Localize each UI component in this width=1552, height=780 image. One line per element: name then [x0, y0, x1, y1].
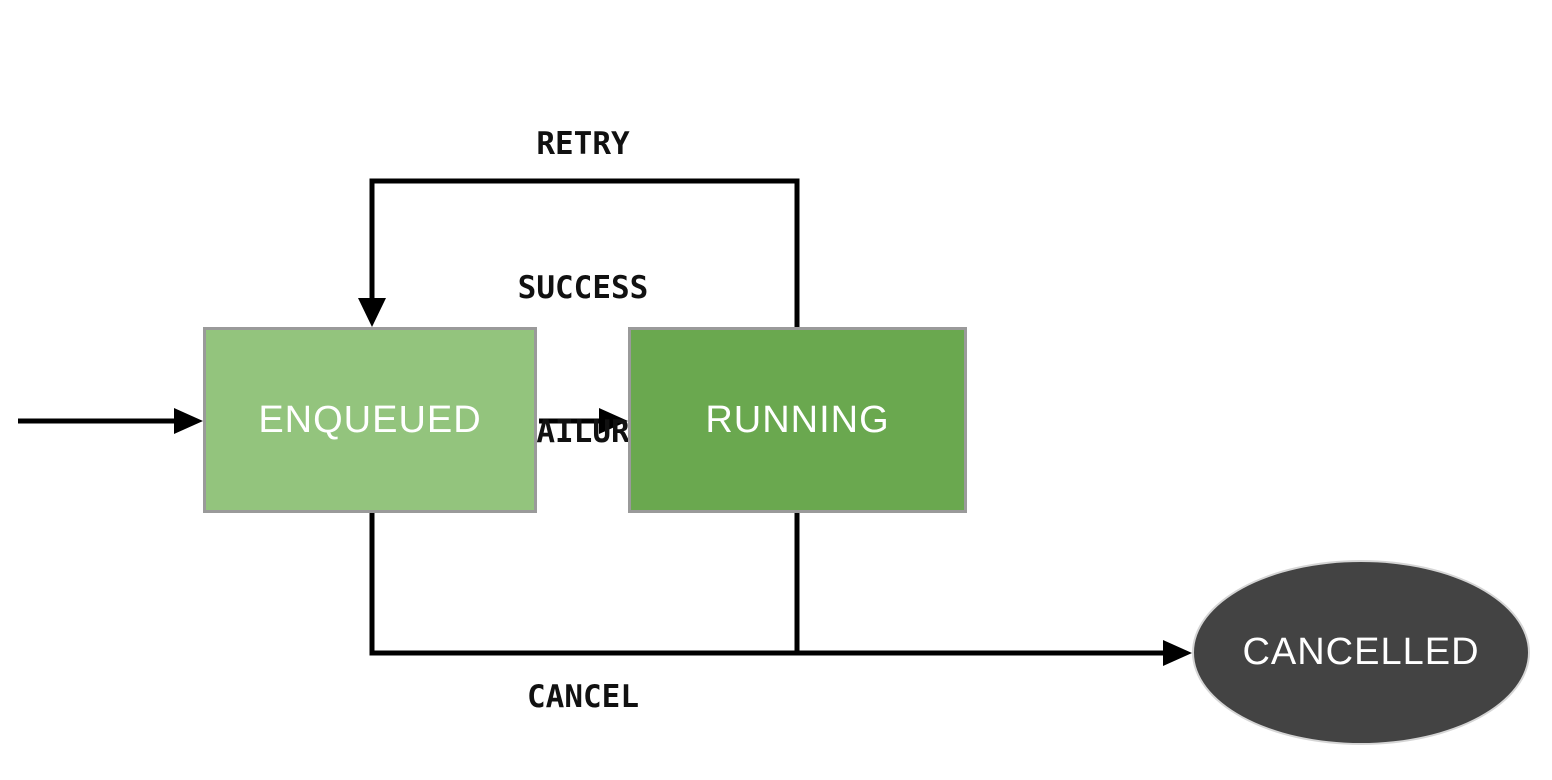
arrowhead-right-icon — [1163, 640, 1192, 666]
arrowhead-right-icon — [599, 408, 628, 434]
state-node-enqueued: ENQUEUED — [203, 327, 537, 513]
edge-enqueued-to-running — [539, 408, 628, 434]
edge-start-to-enqueued — [18, 408, 203, 434]
state-label-cancelled: CANCELLED — [1242, 631, 1480, 673]
loop-transition-labels: RETRY SUCCESS FAILURE — [433, 24, 733, 552]
state-label-running: RUNNING — [705, 398, 890, 441]
edge-to-cancelled — [369, 513, 1192, 666]
arrowhead-down-icon — [358, 298, 386, 327]
edge-label-retry: RETRY — [536, 126, 630, 162]
state-label-enqueued: ENQUEUED — [258, 398, 482, 441]
edge-label-success: SUCCESS — [517, 270, 649, 306]
edge-running-to-enqueued — [358, 178, 800, 327]
edge-label-failure: FAILURE — [517, 414, 649, 450]
state-node-cancelled: CANCELLED — [1192, 560, 1530, 745]
arrowhead-right-icon — [174, 408, 203, 434]
state-node-running: RUNNING — [628, 327, 967, 513]
edge-label-cancel: CANCEL — [527, 679, 639, 715]
